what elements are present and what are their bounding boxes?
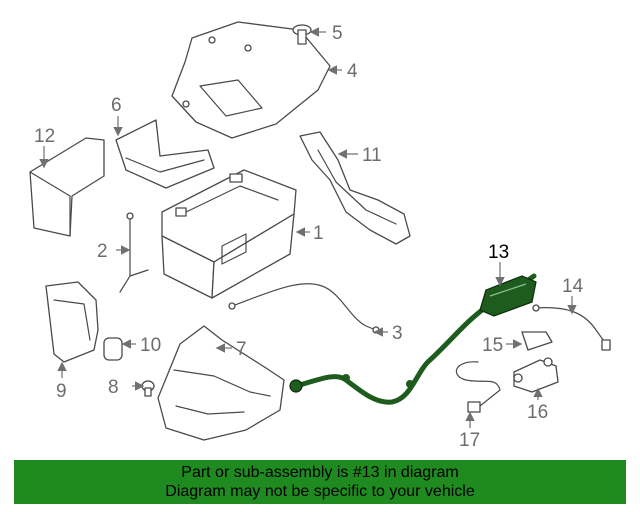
part-7-battery-tray[interactable] bbox=[157, 325, 285, 441]
part-17-ground-cable[interactable] bbox=[455, 361, 501, 413]
callout-9: 9 bbox=[56, 381, 67, 402]
callout-4: 4 bbox=[347, 61, 358, 82]
callout-13: 13 bbox=[488, 242, 509, 263]
part-6-tray-bracket[interactable] bbox=[115, 119, 215, 189]
leader-lines bbox=[39, 27, 577, 428]
part-12-side-shield[interactable] bbox=[29, 137, 105, 237]
part-1-battery[interactable] bbox=[161, 169, 297, 299]
parts-diagram: 5 4 6 12 11 1 2 13 14 3 15 10 7 8 9 16 1… bbox=[29, 21, 611, 451]
callout-16: 16 bbox=[527, 402, 548, 423]
callout-2: 2 bbox=[97, 241, 108, 262]
callout-17: 17 bbox=[459, 430, 480, 451]
part-16-junction-block[interactable] bbox=[513, 357, 559, 393]
banner-line-1: Part or sub-assembly is #13 in diagram bbox=[181, 464, 459, 481]
part-11-bracket[interactable] bbox=[299, 131, 411, 245]
part-3-cable[interactable] bbox=[228, 283, 380, 334]
callout-7: 7 bbox=[236, 339, 247, 360]
part-8-bolt[interactable] bbox=[141, 380, 155, 397]
part-13-positive-cable[interactable] bbox=[289, 273, 537, 405]
part-10-clip[interactable] bbox=[103, 337, 123, 361]
callout-15: 15 bbox=[482, 335, 503, 356]
callout-8: 8 bbox=[108, 377, 119, 398]
info-banner: Part or sub-assembly is #13 in diagram D… bbox=[14, 460, 626, 504]
callout-5: 5 bbox=[332, 23, 343, 44]
callout-3: 3 bbox=[392, 323, 403, 344]
part-15-clip[interactable] bbox=[521, 331, 553, 351]
part-2-hold-down-rod[interactable] bbox=[119, 212, 149, 293]
banner-line-2: Diagram may not be specific to your vehi… bbox=[165, 483, 475, 500]
part-9-lower-shield[interactable] bbox=[45, 281, 99, 363]
part-4-battery-cover[interactable] bbox=[171, 21, 331, 139]
callout-1: 1 bbox=[313, 223, 324, 244]
callout-12: 12 bbox=[34, 126, 55, 147]
callout-11: 11 bbox=[362, 145, 382, 166]
callout-10: 10 bbox=[140, 335, 161, 356]
callout-14: 14 bbox=[562, 276, 584, 297]
callout-6: 6 bbox=[111, 95, 122, 116]
